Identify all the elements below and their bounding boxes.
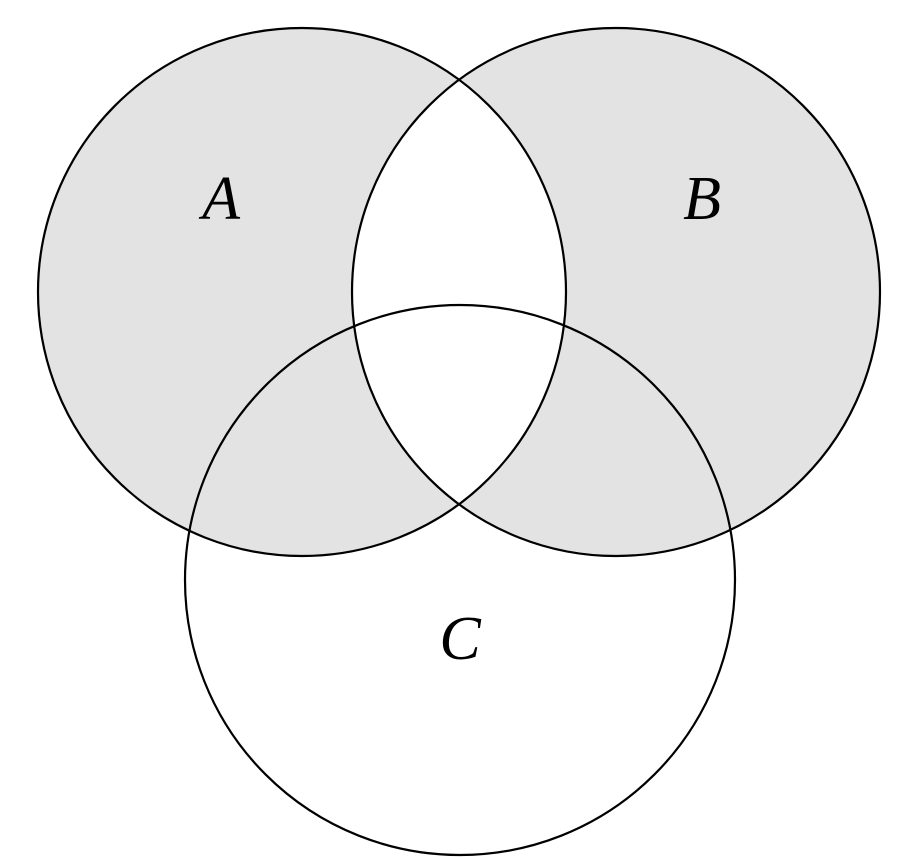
set-circle-a[interactable] bbox=[36, 26, 568, 558]
set-label-a: A bbox=[198, 165, 241, 233]
set-circle-b[interactable] bbox=[350, 26, 882, 558]
set-circle-c[interactable] bbox=[183, 303, 737, 857]
set-label-b: B bbox=[683, 165, 721, 233]
set-label-c: C bbox=[439, 605, 481, 673]
